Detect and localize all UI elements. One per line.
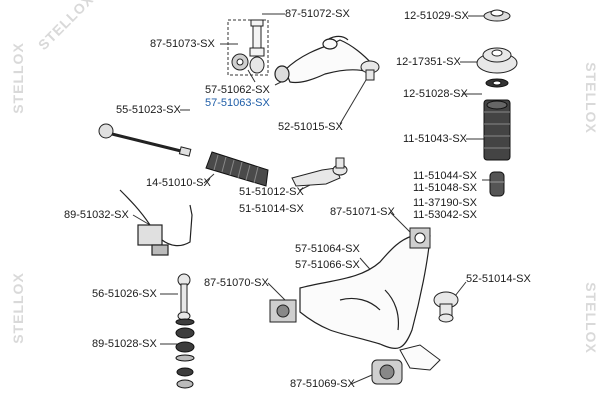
boot-14-51010 [205,151,269,187]
washers-89-51028 [175,318,195,389]
upper-arm-57-51063 [274,35,373,84]
label-55-51023: 55-51023-SX [116,104,181,116]
label-12-51028: 12-51028-SX [403,88,468,100]
tie-rod-55-51023 [98,123,192,157]
label-11-51048: 11-51048-SX [413,182,478,194]
cap-12-51029 [483,9,511,22]
label-57-51063: 57-51063-SX [205,97,270,109]
leader-57-51062 [247,69,256,83]
dashed-group-box [227,19,269,76]
lower-arm-57-51064 [299,235,431,349]
ball-joint-52-51015 [360,60,380,81]
boot-11-51043 [483,99,511,161]
label-11-37190: 11-37190-SX [413,197,478,209]
label-12-51029: 12-51029-SX [404,10,469,22]
label-52-51014: 52-51014-SX [466,273,531,285]
label-87-51070: 87-51070-SX [204,277,269,289]
bushing-87-51071 [409,227,431,249]
label-87-51071: 87-51071-SX [330,206,395,218]
label-57-51066: 57-51066-SX [295,259,360,271]
ball-joint-52-51014 [433,291,459,323]
bearing-12-51028 [485,78,509,88]
leader-87-51071 [389,211,411,233]
bushing-57-51062 [249,56,265,74]
leader-87-51069 [350,374,373,385]
tie-rod-end-51-51012 [291,157,348,187]
label-52-51015: 52-51015-SX [278,121,343,133]
label-12-17351: 12-17351-SX [396,56,461,68]
label-87-51073: 87-51073-SX [150,38,215,50]
label-57-51064: 57-51064-SX [295,243,360,255]
label-89-51032: 89-51032-SX [64,209,129,221]
label-51-51012: 51-51012-SX [239,186,304,198]
stabilizer-89-51032 [119,189,193,256]
bushing-87-51073 [231,53,249,71]
stab-link-56-51026 [177,273,191,321]
leader-87-51070 [267,282,286,301]
leader-89-51032 [132,214,151,226]
bump-stop-11-51044 [489,171,505,197]
label-87-51069: 87-51069-SX [290,378,355,390]
leader-52-51015 [339,79,367,125]
bushing-87-51070 [269,299,297,323]
mount-12-17351 [476,47,518,74]
label-11-51043: 11-51043-SX [403,133,468,145]
label-57-51062: 57-51062-SX [205,84,270,96]
leader-14-51010 [203,173,215,184]
bolt-87-51072 [249,19,265,57]
label-89-51028: 89-51028-SX [92,338,157,350]
label-87-51072: 87-51072-SX [285,8,350,20]
label-14-51010: 14-51010-SX [146,177,211,189]
label-51-51014: 51-51014-SX [239,203,304,215]
bushing-87-51069 [371,344,441,385]
label-11-51044: 11-51044-SX [413,170,478,182]
leader-52-51014 [454,281,467,297]
label-11-53042: 11-53042-SX [413,209,478,221]
label-56-51026: 56-51026-SX [92,288,157,300]
